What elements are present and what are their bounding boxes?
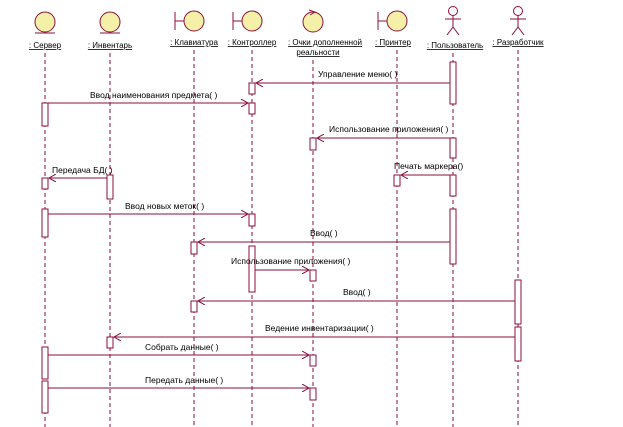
activation-server-4 xyxy=(41,346,49,380)
activation-user-2 xyxy=(449,137,457,159)
participant-name-controller: : Контроллер xyxy=(228,38,277,47)
developer-actor-icon xyxy=(510,6,526,36)
message-label-7: Ввод( ) xyxy=(310,228,338,238)
participant-name-printer: : Принтер xyxy=(375,38,412,47)
activation-glasses-3 xyxy=(309,354,317,367)
message-label-3: Использование приложения( ) xyxy=(329,124,449,134)
activation-server-2 xyxy=(41,177,49,190)
participant-name-inventory: : Инвентарь xyxy=(88,41,132,50)
controller-boundary-icon xyxy=(232,10,263,32)
activation-controller-2 xyxy=(248,102,256,115)
activation-server-1 xyxy=(41,102,49,127)
message-label-11: Собрать данные( ) xyxy=(145,342,219,352)
activation-keyboard-2 xyxy=(190,300,198,313)
activation-inventory-1 xyxy=(106,174,114,200)
message-label-10: Ведение инвентаризации( ) xyxy=(265,323,374,333)
activation-glasses-2 xyxy=(309,269,317,282)
inventory-entity-icon xyxy=(99,11,121,34)
activation-glasses-4 xyxy=(309,387,317,401)
activation-keyboard-1 xyxy=(190,241,198,255)
participant-name-keyboard: : Клавиатура xyxy=(170,38,218,47)
message-label-9: Ввод( ) xyxy=(343,287,371,297)
message-label-1: Управление меню( ) xyxy=(318,69,397,79)
activation-user-4 xyxy=(449,208,457,265)
lifelines xyxy=(44,50,519,427)
message-label-2: Ввод наименования предмета( ) xyxy=(90,90,218,100)
activation-server-3 xyxy=(41,208,49,238)
activation-user-1 xyxy=(449,61,457,105)
activation-controller-1 xyxy=(248,82,256,95)
server-entity-icon xyxy=(34,11,56,34)
activations xyxy=(41,61,522,414)
message-labels: Управление меню( ) Ввод наименования пре… xyxy=(52,69,463,385)
activation-inventory-2 xyxy=(106,336,114,349)
participant-name-user: : Пользователь xyxy=(427,41,483,50)
participant-name-server: : Сервер xyxy=(29,41,62,50)
participant-name-glasses-line2: реальности xyxy=(296,48,339,57)
activation-developer-1 xyxy=(514,279,522,325)
activation-server-5 xyxy=(41,380,49,414)
message-label-8: Использование приложения( ) xyxy=(231,256,351,266)
keyboard-boundary-icon xyxy=(174,10,205,32)
printer-boundary-icon xyxy=(377,10,408,32)
participant-name-developer: : Разработчик xyxy=(492,38,544,47)
activation-glasses-1 xyxy=(309,137,317,151)
message-label-12: Передать данные( ) xyxy=(145,375,223,385)
activation-user-3 xyxy=(449,174,457,197)
message-label-4: Печать маркера() xyxy=(394,161,463,171)
activation-controller-4 xyxy=(248,245,256,293)
activation-printer-1 xyxy=(393,174,401,187)
user-actor-icon xyxy=(445,6,461,36)
participant-name-glasses: : Очки дополненной xyxy=(288,38,362,47)
message-label-5: Передача БД( ) xyxy=(52,165,113,175)
glasses-control-icon xyxy=(302,9,324,33)
message-label-6: Ввод новых меток( ) xyxy=(125,201,204,211)
message-arrows xyxy=(48,83,515,388)
activation-developer-2 xyxy=(514,326,522,362)
activation-controller-3 xyxy=(248,213,256,227)
